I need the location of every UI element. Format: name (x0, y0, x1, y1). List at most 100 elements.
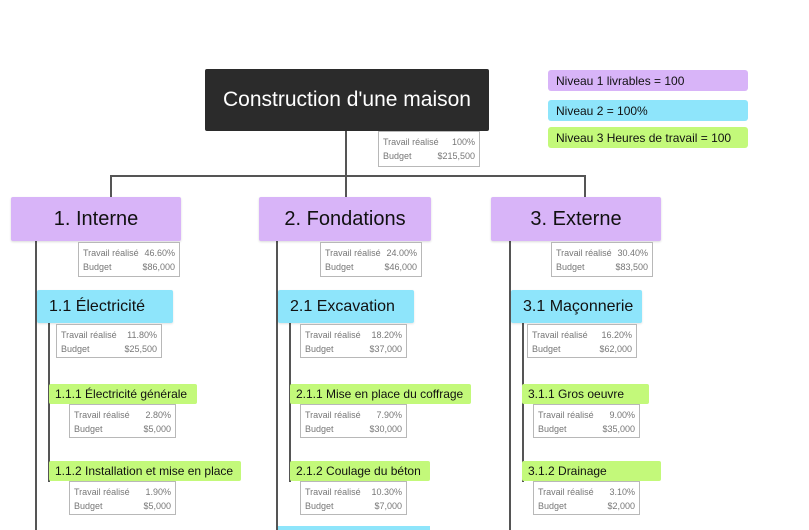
level3-node-installation[interactable]: 1.1.2 Installation et mise en place (49, 461, 241, 481)
work-label: Travail réalisé (532, 330, 588, 340)
work-label: Travail réalisé (61, 330, 117, 340)
level3-stats: Travail réalisé 10.30% Budget $7,000 (300, 481, 407, 515)
work-label: Travail réalisé (74, 410, 130, 420)
budget-label: Budget (83, 262, 112, 272)
work-label: Travail réalisé (325, 248, 381, 258)
root-node[interactable]: Construction d'une maison (205, 69, 489, 131)
work-label: Travail réalisé (538, 410, 594, 420)
root-title: Construction d'une maison (223, 88, 471, 111)
work-value: 100% (451, 137, 475, 147)
level3-stats: Travail réalisé 2.80% Budget $5,000 (69, 404, 176, 438)
level2-title: 1.1 Électricité (49, 297, 146, 315)
work-value: 11.80% (127, 330, 157, 340)
level3-stats: Travail réalisé 1.90% Budget $5,000 (69, 481, 176, 515)
work-label: Travail réalisé (305, 330, 361, 340)
budget-value: $35,000 (602, 424, 635, 434)
work-label: Travail réalisé (305, 487, 361, 497)
work-value: 30.40% (617, 248, 648, 258)
budget-label: Budget (538, 424, 567, 434)
budget-value: $215,500 (437, 151, 475, 161)
budget-value: $46,000 (384, 262, 417, 272)
budget-value: $83,500 (615, 262, 648, 272)
budget-label: Budget (532, 344, 561, 354)
budget-value: $2,000 (607, 501, 635, 511)
level3-title: 3.1.1 Gros oeuvre (528, 387, 625, 401)
level3-title: 3.1.2 Drainage (528, 464, 607, 478)
budget-label: Budget (74, 424, 103, 434)
branch-1-connector (110, 175, 112, 198)
legend-level3: Niveau 3 Heures de travail = 100 (548, 127, 748, 148)
legend-level1: Niveau 1 livrables = 100 (548, 70, 748, 91)
work-value: 46.60% (144, 248, 175, 258)
work-value: 2.80% (145, 410, 171, 420)
legend-level3-label: Niveau 3 Heures de travail = 100 (556, 130, 732, 145)
level2-node-partial (278, 526, 430, 530)
column-1-trunk (35, 240, 37, 530)
level3-node-drainage[interactable]: 3.1.2 Drainage (522, 461, 661, 481)
budget-value: $37,000 (369, 344, 402, 354)
work-label: Travail réalisé (83, 248, 139, 258)
budget-label: Budget (383, 151, 412, 161)
budget-value: $5,000 (143, 501, 171, 511)
budget-label: Budget (74, 501, 103, 511)
level3-node-gros-oeuvre[interactable]: 3.1.1 Gros oeuvre (522, 384, 649, 404)
work-value: 3.10% (609, 487, 635, 497)
level1-stats: Travail réalisé 30.40% Budget $83,500 (551, 242, 653, 277)
level2-node-excavation[interactable]: 2.1 Excavation (278, 290, 414, 323)
level1-title: 2. Fondations (284, 207, 406, 230)
work-value: 1.90% (145, 487, 171, 497)
budget-label: Budget (305, 424, 334, 434)
budget-label: Budget (556, 262, 585, 272)
level1-stats: Travail réalisé 46.60% Budget $86,000 (78, 242, 180, 277)
level1-title: 3. Externe (530, 207, 622, 230)
work-label: Travail réalisé (538, 487, 594, 497)
level2-stats: Travail réalisé 18.20% Budget $37,000 (300, 324, 407, 358)
budget-value: $86,000 (142, 262, 175, 272)
level3-title: 2.1.1 Mise en place du coffrage (296, 387, 464, 401)
work-label: Travail réalisé (383, 137, 439, 147)
level3-stats: Travail réalisé 9.00% Budget $35,000 (533, 404, 640, 438)
level2-node-electricite[interactable]: 1.1 Électricité (37, 290, 173, 323)
work-label: Travail réalisé (556, 248, 612, 258)
root-connector (345, 130, 347, 176)
level3-node-electricite-generale[interactable]: 1.1.1 Électricité générale (49, 384, 197, 404)
column-2-trunk (276, 240, 278, 530)
work-value: 10.30% (371, 487, 402, 497)
legend-level2: Niveau 2 = 100% (548, 100, 748, 121)
legend-level2-label: Niveau 2 = 100% (556, 103, 648, 118)
root-stats: Travail réalisé 100% Budget $215,500 (378, 131, 480, 167)
level3-title: 1.1.1 Électricité générale (55, 387, 188, 401)
level3-stats: Travail réalisé 7.90% Budget $30,000 (300, 404, 407, 438)
level2-title: 2.1 Excavation (290, 297, 395, 315)
budget-label: Budget (325, 262, 354, 272)
level1-node-externe[interactable]: 3. Externe (491, 197, 661, 241)
budget-value: $5,000 (143, 424, 171, 434)
level2-title: 3.1 Maçonnerie (523, 297, 634, 315)
budget-value: $7,000 (374, 501, 402, 511)
work-value: 16.20% (601, 330, 632, 340)
level2-node-maconnerie[interactable]: 3.1 Maçonnerie (511, 290, 642, 323)
budget-label: Budget (305, 344, 334, 354)
budget-label: Budget (538, 501, 567, 511)
work-label: Travail réalisé (305, 410, 361, 420)
level3-title: 2.1.2 Coulage du béton (296, 464, 421, 478)
level1-node-interne[interactable]: 1. Interne (11, 197, 181, 241)
level1-title: 1. Interne (53, 207, 139, 230)
work-value: 9.00% (609, 410, 635, 420)
work-label: Travail réalisé (74, 487, 130, 497)
level3-stats: Travail réalisé 3.10% Budget $2,000 (533, 481, 640, 515)
level3-node-coulage[interactable]: 2.1.2 Coulage du béton (290, 461, 430, 481)
budget-value: $30,000 (369, 424, 402, 434)
work-value: 18.20% (371, 330, 402, 340)
budget-value: $25,500 (124, 344, 157, 354)
level3-node-coffrage[interactable]: 2.1.1 Mise en place du coffrage (290, 384, 471, 404)
work-value: 7.90% (376, 410, 402, 420)
level1-bus (110, 175, 586, 177)
level1-node-fondations[interactable]: 2. Fondations (259, 197, 431, 241)
branch-2-connector (345, 175, 347, 198)
branch-3-connector (584, 175, 586, 198)
budget-label: Budget (305, 501, 334, 511)
